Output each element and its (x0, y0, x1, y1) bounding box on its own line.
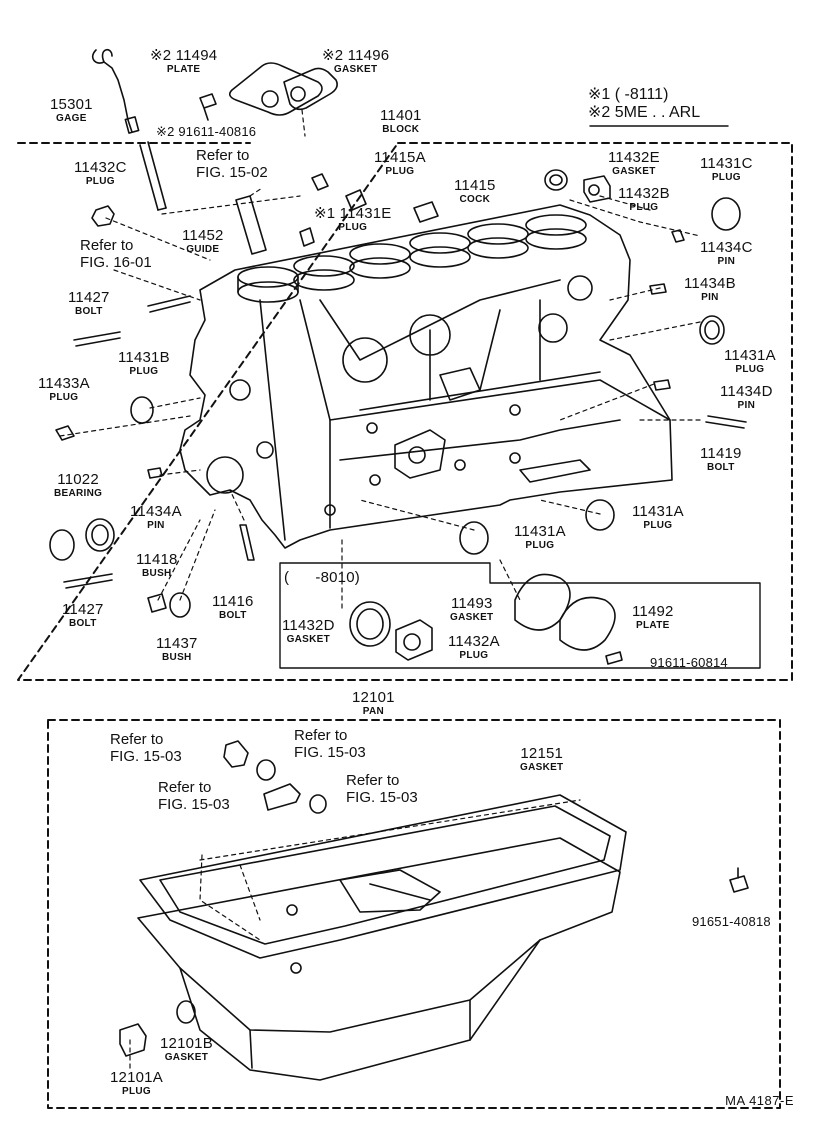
part-label-11496: ※2 11496 GASKET (322, 47, 390, 75)
reference-fig-15-03-c: Refer to FIG. 15-03 (158, 779, 230, 813)
part-label-11432D: 11432D GASKET (282, 617, 335, 645)
part-label-11494: ※2 11494 PLATE (150, 47, 218, 75)
part-label-15301: 15301 GAGE (50, 96, 93, 124)
oil-pan-drawing (119, 740, 749, 1081)
part-label-11452: 11452 GUIDE (182, 227, 224, 255)
part-label-11434D: 11434D PIN (720, 383, 773, 411)
part-label-11431E: ※1 11431E PLUG (314, 205, 392, 233)
part-label-11415A: 11415A PLUG (374, 149, 426, 177)
part-label-11432C: 11432C PLUG (74, 159, 127, 187)
block-group-frame (17, 142, 793, 681)
part-label-11432E: 11432E GASKET (608, 149, 660, 177)
part-label-11434A: 11434A PIN (130, 503, 182, 531)
part-label-11431A-bottom: 11431A PLUG (514, 523, 566, 551)
part-label-11022: 11022 BEARING (54, 471, 103, 499)
part-label-91611-60814: 91611-60814 (650, 655, 728, 670)
part-label-11431A-far-right: 11431A PLUG (632, 503, 684, 531)
part-label-11416: 11416 BOLT (212, 593, 254, 621)
part-label-11433A: 11433A PLUG (38, 375, 90, 403)
part-label-11437: 11437 BUSH (156, 635, 198, 663)
loose-parts-drawing (49, 169, 747, 665)
legend-row-2: ※2 5ME . . ARL (588, 104, 701, 122)
inset-range-label: ( -8010) (284, 569, 360, 586)
reference-fig-15-02: Refer to FIG. 15-02 (196, 147, 268, 181)
part-label-11493: 11493 GASKET (450, 595, 494, 623)
part-label-12151: 12151 GASKET (520, 745, 564, 773)
cylinder-block-drawing (179, 204, 673, 549)
drawing-code: MA 4187-E (725, 1093, 794, 1108)
part-label-11431C: 11431C PLUG (700, 155, 753, 183)
part-label-11431B: 11431B PLUG (118, 349, 170, 377)
part-label-11432A: 11432A PLUG (448, 633, 500, 661)
part-label-11427-lower: 11427 BOLT (62, 601, 104, 629)
part-label-11418: 11418 BUSH (136, 551, 178, 579)
reference-fig-15-03-a: Refer to FIG. 15-03 (110, 731, 182, 765)
part-label-91611-40816: ※2 91611-40816 (156, 124, 257, 139)
oil-gage-drawing (91, 49, 167, 211)
legend-row-1: ※1 ( -8111) (588, 86, 669, 103)
reference-fig-16-01: Refer to FIG. 16-01 (80, 237, 152, 271)
part-label-11492: 11492 PLATE (632, 603, 674, 631)
reference-fig-15-03-b: Refer to FIG. 15-03 (294, 727, 366, 761)
part-label-11434B: 11434B PIN (684, 275, 736, 303)
part-label-11427-upper: 11427 BOLT (68, 289, 110, 317)
legend: ※1 ( -8111) ※2 5ME . . ARL (588, 86, 700, 123)
pan-group-frame (47, 719, 781, 1109)
inset-frame (279, 562, 761, 669)
part-label-12101-pan: 12101 PAN (352, 689, 395, 717)
part-label-11431A-right: 11431A PLUG (724, 347, 776, 375)
part-label-12101A: 12101A PLUG (110, 1069, 163, 1097)
reference-fig-15-03-d: Refer to FIG. 15-03 (346, 772, 418, 806)
part-label-12101B: 12101B GASKET (160, 1035, 213, 1063)
part-label-11432B: 11432B PLUG (618, 185, 670, 213)
part-label-91651-40818: 91651-40818 (692, 914, 771, 929)
plate-11494-drawing (199, 62, 338, 121)
part-label-11401: 11401 BLOCK (380, 107, 422, 135)
part-label-11415: 11415 COCK (454, 177, 496, 205)
part-label-11434C: 11434C PIN (700, 239, 753, 267)
leader-lines (59, 109, 701, 609)
part-label-11419: 11419 BOLT (700, 445, 742, 473)
